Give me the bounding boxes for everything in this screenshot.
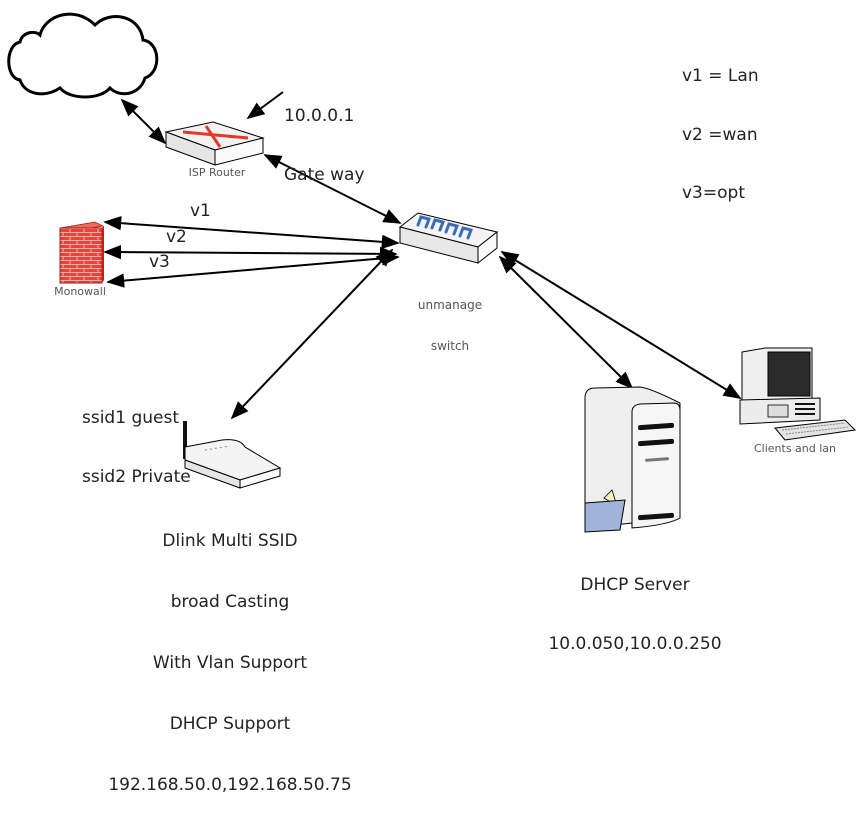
switch-label: unmanage switch bbox=[400, 271, 500, 381]
switch-label-line: unmanage bbox=[417, 297, 483, 312]
dhcp-server-label: DHCP Server 10.0.050,10.0.0.250 bbox=[520, 537, 750, 693]
wireless-ap-label: Dlink Multi SSID broad Casting With Vlan… bbox=[80, 490, 380, 837]
network-diagram: v1 = Lan v2 =wan v3=opt 10.0.0.1 Gate wa… bbox=[7, 12, 857, 795]
router-icon bbox=[164, 121, 265, 166]
ap-label-line: Dlink Multi SSID bbox=[162, 530, 298, 551]
ap-label-line: DHCP Support bbox=[169, 714, 291, 735]
legend-line: v2 =wan bbox=[682, 124, 758, 145]
ap-label-line: broad Casting bbox=[170, 591, 290, 612]
gateway-label: Gate way bbox=[284, 164, 365, 185]
link-cloud-router bbox=[120, 98, 167, 145]
legend-line: v1 = Lan bbox=[682, 66, 759, 87]
link-label-v2: v2 bbox=[166, 227, 187, 247]
link-switch-dhcp bbox=[498, 255, 634, 390]
link-label-v3: v3 bbox=[149, 252, 170, 272]
legend: v1 = Lan v2 =wan v3=opt bbox=[682, 28, 759, 243]
switch-label-line: switch bbox=[430, 338, 470, 353]
firewall-brick-icon bbox=[58, 221, 105, 284]
gateway-note: 10.0.0.1 Gate way bbox=[284, 68, 365, 224]
cloud-icon bbox=[7, 12, 159, 99]
wireless-router-icon bbox=[183, 421, 282, 489]
ssid-line: ssid1 guest bbox=[82, 408, 179, 429]
link-switch-ap bbox=[230, 248, 394, 420]
ssid-line: ssid2 Private bbox=[82, 466, 191, 487]
gateway-pointer-arrow bbox=[246, 91, 284, 120]
isp-router-label: ISP Router bbox=[188, 166, 246, 179]
switch-icon bbox=[398, 212, 499, 265]
link-label-v1: v1 bbox=[190, 201, 211, 221]
dhcp-label-line: 10.0.050,10.0.0.250 bbox=[548, 633, 722, 654]
legend-line: v3=opt bbox=[682, 183, 745, 204]
links bbox=[103, 91, 742, 420]
gateway-ip: 10.0.0.1 bbox=[284, 106, 355, 127]
monowall-label: Monowall bbox=[54, 285, 106, 298]
desktop-computer-icon bbox=[739, 347, 857, 441]
ap-label-line: 192.168.50.0,192.168.50.75 bbox=[108, 775, 352, 796]
tower-server-icon bbox=[584, 386, 681, 533]
link-switch-clients bbox=[500, 251, 742, 399]
link-monowall-switch-v1 bbox=[103, 215, 400, 250]
ssid-note: ssid1 guest ssid2 Private bbox=[82, 370, 191, 526]
ap-label-line: With Vlan Support bbox=[152, 653, 308, 674]
link-router-switch bbox=[263, 154, 402, 224]
clients-label: Clients and lan bbox=[753, 442, 837, 455]
dhcp-label-line: DHCP Server bbox=[580, 575, 690, 596]
